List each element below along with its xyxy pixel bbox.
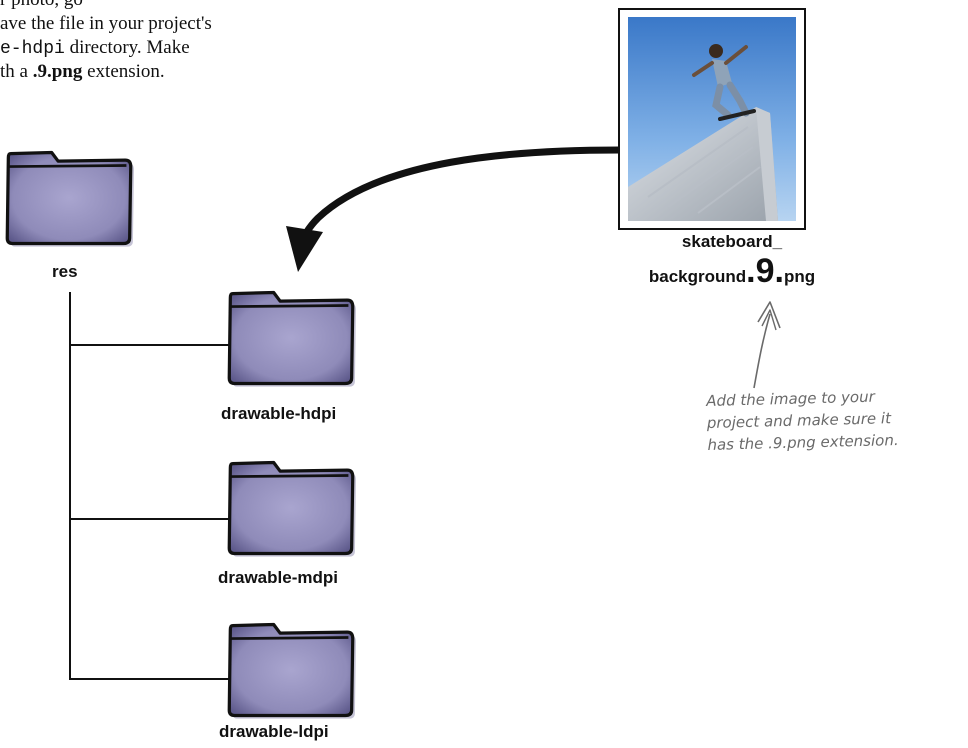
tree-branch-ldpi [69, 678, 229, 680]
skateboard-photo [618, 8, 806, 230]
annotation-arrow [753, 301, 781, 389]
drawable-hdpi-label: drawable-hdpi [221, 404, 337, 423]
intro-line-2: ave the file in your project's [0, 13, 212, 34]
file-name-line-2: background.9.png [648, 252, 816, 290]
intro-text: r photo, go ave the file in your project… [0, 0, 270, 84]
image-file-name: skateboard_ background.9.png [612, 232, 852, 291]
directory-name: e-hdpi [0, 39, 65, 59]
tree-trunk-line [69, 292, 71, 680]
annotation-note: Add the image to your project and make s… [706, 383, 968, 456]
res-folder-label: res [52, 262, 78, 281]
tree-branch-hdpi [69, 344, 229, 346]
tree-branch-mdpi [69, 518, 229, 520]
nine-patch-extension: .9. [746, 252, 784, 290]
drawable-ldpi-label: drawable-ldpi [219, 722, 329, 741]
skateboard-photo-image [628, 17, 796, 221]
extension-highlight: .9.png [32, 61, 83, 82]
intro-line-1: r photo, go [0, 0, 270, 12]
drawable-mdpi-label: drawable-mdpi [218, 568, 338, 587]
intro-line-4: th a .9.png extension. [0, 61, 165, 82]
file-name-line-1: skateboard_ [681, 232, 783, 251]
intro-line-3: e-hdpi directory. Make [0, 37, 190, 59]
